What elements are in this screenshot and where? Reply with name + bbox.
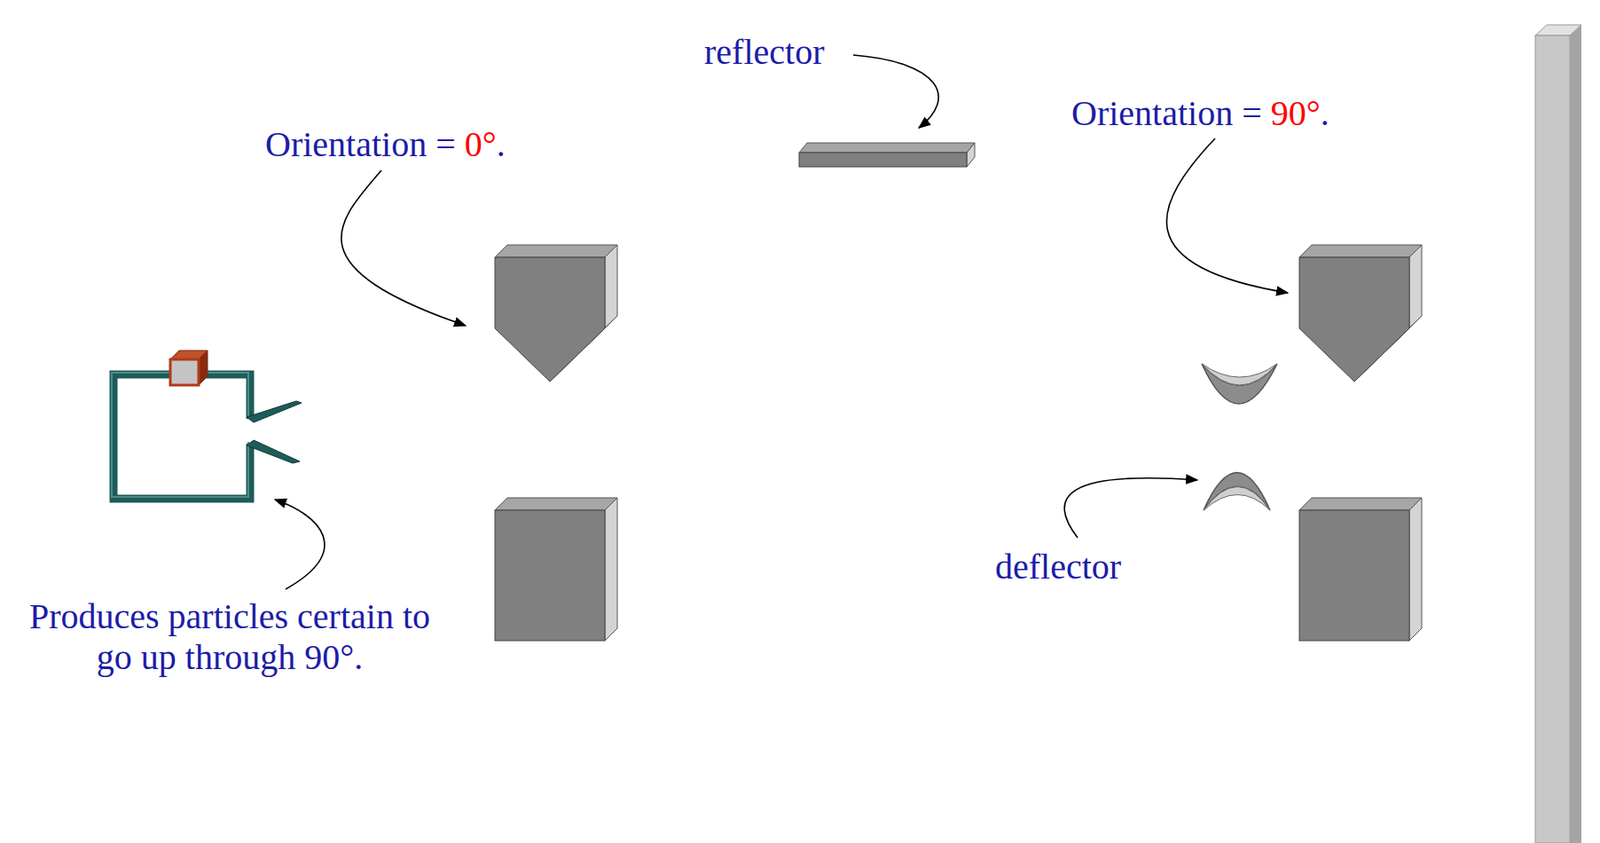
orientation-label: Orientation = [1071,93,1263,134]
right-magnet [1299,244,1422,641]
orientation-label-group: Orientation =0°. [265,124,506,165]
part-label-group: reflector [704,31,824,73]
reflector-plate [799,142,975,167]
left-magnet [494,244,618,641]
note-label: Produces particles certain to go up thro… [29,596,431,677]
wall [1535,24,1582,843]
orientation-label-group: Orientation =90°. [1071,93,1330,134]
orientation-label: 0° [464,124,497,165]
orientation-label: 90° [1270,93,1321,134]
note-label-group: Produces particles certain to go up thro… [28,596,432,678]
orientation-label: . [496,124,506,165]
orientation-label: . [1320,93,1330,134]
deflector-pieces [1201,363,1278,510]
part-label: reflector [704,31,824,72]
part-label-group: deflector [995,546,1122,588]
part-label: deflector [995,546,1122,587]
particle-source [111,350,302,499]
orientation-label: Orientation = [265,124,456,165]
